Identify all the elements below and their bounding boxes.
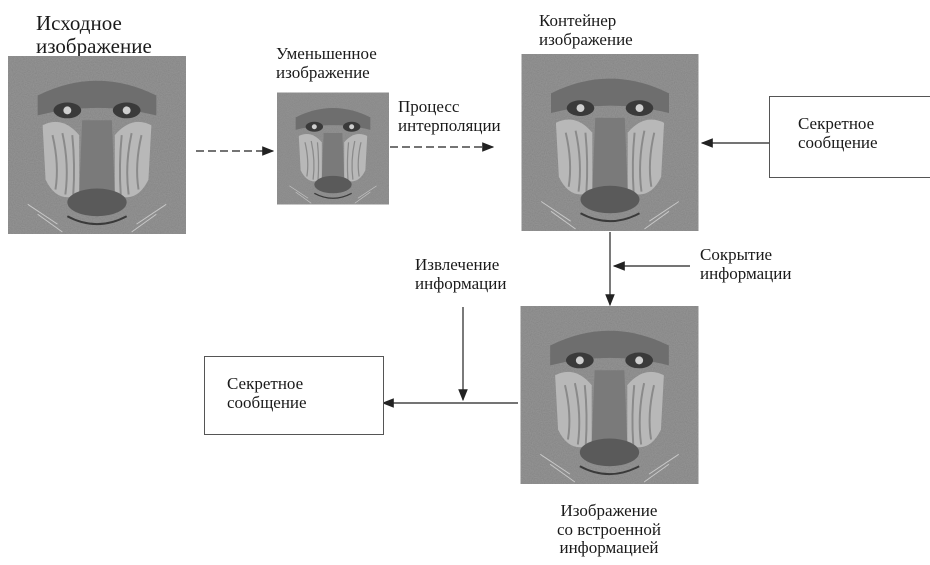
- extract-info-label: Извлечениеинформации: [415, 256, 506, 293]
- reduced-image: [277, 92, 389, 205]
- reduced-image-label: Уменьшенноеизображение: [276, 45, 377, 82]
- container-image: [521, 54, 699, 231]
- hide-info-label: Сокрытиеинформации: [700, 246, 791, 283]
- secret-message-output-label: Секретноесообщение: [227, 375, 383, 412]
- secret-message-input-box: Секретноесообщение: [769, 96, 930, 178]
- stego-image: [520, 306, 699, 484]
- interpolation-label: Процессинтерполяции: [398, 98, 501, 135]
- secret-message-output-box: Секретноесообщение: [204, 356, 384, 435]
- source-image: [8, 56, 186, 234]
- secret-message-input-label: Секретноесообщение: [798, 115, 930, 152]
- container-image-label: Контейнеризображение: [539, 12, 633, 49]
- stego-image-label: Изображениесо встроеннойинформацией: [557, 502, 661, 558]
- source-image-label: Исходноеизображение: [36, 12, 152, 58]
